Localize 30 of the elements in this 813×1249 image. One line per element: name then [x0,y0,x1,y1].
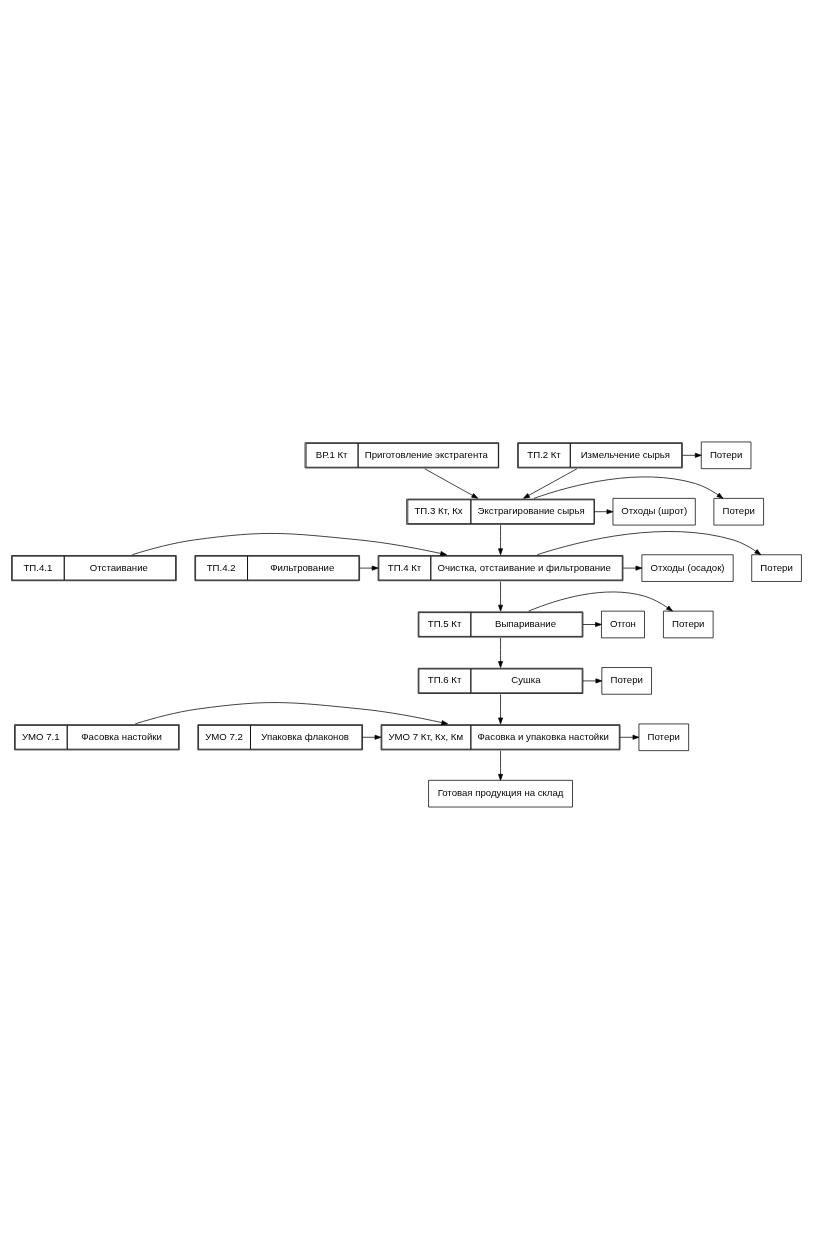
arrow [622,565,643,571]
arrow [134,702,449,725]
arrow [424,468,479,499]
arrow [131,533,447,556]
node-box: Отходы (осадок) [641,554,734,582]
node-box: Потери [601,667,652,695]
arrow [582,678,603,684]
arrow [528,591,673,612]
arrow [523,468,578,499]
arrow [619,734,640,740]
arrow [362,734,382,740]
arrow [536,531,762,556]
node-box: Потери [638,723,689,751]
node-box: Потери [663,610,714,639]
arrow [582,622,602,627]
node-box: Потери [700,441,752,470]
node-box: Потери [713,498,764,526]
arrow [498,694,503,725]
node-box: Отходы (шрот) [612,498,696,526]
arrow [594,509,614,515]
arrow [498,750,503,781]
arrow [359,565,379,571]
arrow [498,581,503,612]
arrow [498,524,503,556]
arrow [498,637,503,668]
node-box: Готовая продукция на склад [428,779,573,808]
node-box: Потери [751,554,802,582]
arrow [533,476,724,499]
node-box: Отгон [601,610,645,639]
arrow [682,452,702,458]
